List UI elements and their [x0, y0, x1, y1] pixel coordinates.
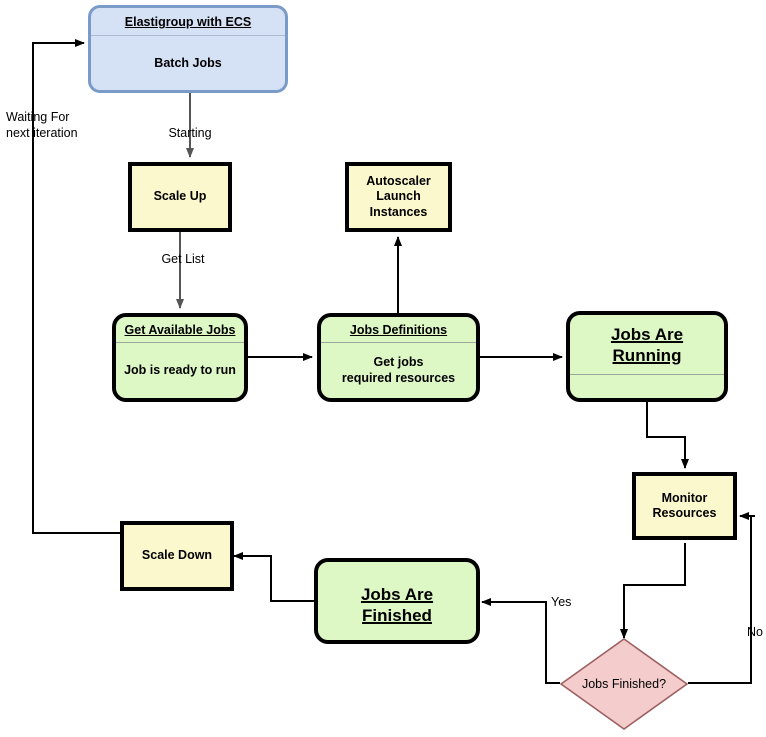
node-jobs-finished-decision[interactable]: Jobs Finished?: [560, 638, 688, 730]
jobs-definitions-body: Get jobs required resources: [341, 354, 456, 385]
elastigroup-title: Elastigroup with ECS: [91, 8, 285, 36]
node-jobs-definitions[interactable]: Jobs Definitions Get jobs required resou…: [317, 313, 480, 402]
node-get-available-jobs[interactable]: Get Available Jobs Job is ready to run: [112, 313, 248, 402]
jobs-are-running-title: Jobs Are Running: [570, 315, 724, 376]
node-monitor-resources[interactable]: Monitor Resources: [632, 472, 737, 540]
node-autoscaler-launch-instances[interactable]: Autoscaler Launch Instances: [345, 162, 452, 232]
edge-label-no: No: [747, 625, 763, 639]
jobs-definitions-title: Jobs Definitions: [321, 317, 476, 343]
edge-jobsarefinished-to-scaledown: [233, 552, 314, 602]
jobs-are-finished-title: Jobs Are Finished: [360, 585, 434, 625]
get-available-jobs-body: Job is ready to run: [124, 362, 236, 377]
edge-decision-yes-to-jobsarefinished: [481, 598, 560, 684]
edge-label-yes: Yes: [551, 595, 572, 609]
jobs-are-running-body: [570, 375, 724, 398]
edge-label-get-list: Get List: [161, 252, 205, 266]
get-available-jobs-title: Get Available Jobs: [116, 317, 244, 343]
scale-up-label: Scale Up: [153, 189, 207, 204]
node-elastigroup-with-ecs[interactable]: Elastigroup with ECS Batch Jobs: [88, 5, 288, 93]
decision-diamond-shape: [560, 638, 688, 730]
node-jobs-are-finished[interactable]: Jobs Are Finished: [314, 558, 480, 644]
edge-jobsarerunning-to-monitorresources: [646, 402, 689, 469]
node-scale-down[interactable]: Scale Down: [120, 521, 234, 591]
edge-monitorresources-to-decision: [620, 543, 686, 639]
node-scale-up[interactable]: Scale Up: [128, 162, 232, 232]
monitor-resources-label: Monitor Resources: [652, 490, 717, 520]
node-jobs-are-running[interactable]: Jobs Are Running: [566, 311, 728, 402]
scale-down-label: Scale Down: [141, 548, 213, 563]
edge-decision-no-to-monitorresources: [688, 512, 755, 684]
edge-label-starting: Starting: [168, 126, 212, 140]
edge-label-waiting-for-next-iteration: Waiting For next iteration: [6, 110, 78, 140]
jobs-finished-label: Jobs Finished?: [581, 677, 667, 691]
autoscaler-label: Autoscaler Launch Instances: [366, 174, 431, 219]
elastigroup-body: Batch Jobs: [154, 56, 222, 70]
